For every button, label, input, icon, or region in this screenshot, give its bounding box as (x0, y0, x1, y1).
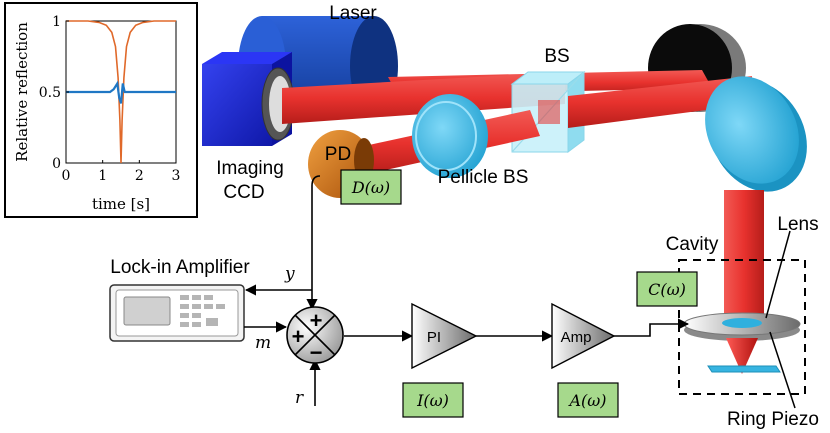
lens-label: Lens (777, 214, 818, 235)
tf-amplifier-text: A(ω) (567, 391, 606, 410)
inset-ytick-label: 0.5 (39, 85, 61, 101)
tf-detector: D(ω) (340, 169, 402, 205)
sum-sign-left: + (292, 324, 305, 349)
pellicle-bs (412, 94, 488, 178)
inset-xtick-label: 1 (98, 168, 107, 184)
amp-label: Amp (561, 329, 592, 346)
ring-piezo-leader (769, 331, 796, 409)
beam-vertical (724, 190, 764, 318)
tf-controller-box (402, 382, 464, 418)
inset-frame (4, 2, 198, 218)
inset-xtick-label: 0 (62, 168, 71, 184)
bs-beam-inside (538, 100, 560, 124)
amp-triangle (551, 302, 616, 370)
ring-piezo-label: Ring Piezo (727, 409, 819, 430)
pi-triangle (411, 302, 478, 370)
pellicle-ring (415, 101, 477, 171)
amplifier: Amp (551, 302, 616, 370)
inset-ticks-group: 0 1 2 3 0 0.5 1 (39, 14, 181, 184)
lockin-label: Lock-in Amplifier (110, 257, 250, 278)
imaging-ccd (202, 52, 295, 146)
signal-y-label: y (284, 264, 295, 284)
lockin-buttons (180, 295, 225, 327)
inset-xtick-label: 3 (172, 168, 181, 184)
signal-r-label: r (295, 388, 304, 408)
cavity-mirror (707, 365, 781, 373)
focused-beam-cone (726, 338, 758, 374)
pi-controller: PI (411, 302, 478, 370)
inset-xlabel: time [s] (92, 195, 150, 213)
pi-label: PI (427, 329, 441, 346)
tf-cavity-text: C(ω) (648, 280, 686, 299)
turn-mirror (705, 76, 807, 192)
turn-mirror-face (705, 76, 799, 184)
lockin-amplifier (109, 284, 245, 342)
inset-ytick-label: 1 (52, 14, 61, 30)
cavity-assembly (683, 312, 801, 374)
inset-series-line-1 (66, 80, 176, 104)
sum-cross-b (294, 314, 336, 356)
inset-series-line-0 (66, 20, 176, 164)
cavity-label: Cavity (666, 234, 719, 255)
inset-ylabel: Relative reflection (13, 22, 31, 162)
beam-ccd-to-bs (282, 72, 565, 124)
tf-amplifier: A(ω) (557, 382, 619, 418)
signal-m-label: m (255, 333, 271, 353)
summing-junction: + + − (286, 306, 344, 365)
pellicle-label: Pellicle BS (438, 167, 529, 188)
bs-label: BS (544, 46, 569, 67)
ccd-front (202, 64, 272, 146)
pd-label: PD (325, 144, 351, 165)
lens-leader (765, 230, 791, 319)
sum-sign-bottom: − (310, 340, 323, 365)
inset-series-group (66, 20, 176, 164)
tf-detector-text: D(ω) (351, 178, 390, 197)
tf-amplifier-box (557, 382, 619, 418)
tf-controller-text: I(ω) (416, 391, 449, 410)
sum-sign-top: + (310, 308, 323, 333)
laser-label: Laser (329, 3, 377, 24)
tf-cavity-box (636, 271, 698, 307)
ccd-label: CCD (223, 182, 264, 203)
imaging-label: Imaging (216, 158, 284, 179)
wire-pd-tap (311, 175, 321, 187)
wire-amp-to-piezo (614, 318, 690, 337)
inset-ytick-label: 0 (52, 156, 61, 172)
tf-detector-box (340, 169, 402, 205)
beam-bs-to-turn-mirror (568, 76, 752, 128)
inset-xtick-label: 2 (135, 168, 144, 184)
lens (722, 318, 762, 328)
tf-controller: I(ω) (402, 382, 464, 418)
inset-plot: 0 1 2 3 0 0.5 1 time [s] Relative reflection (4, 2, 198, 218)
lockin-display (123, 296, 171, 326)
tf-cavity: C(ω) (636, 271, 698, 307)
ccd-top (202, 52, 292, 64)
beam-splitter (510, 71, 586, 153)
